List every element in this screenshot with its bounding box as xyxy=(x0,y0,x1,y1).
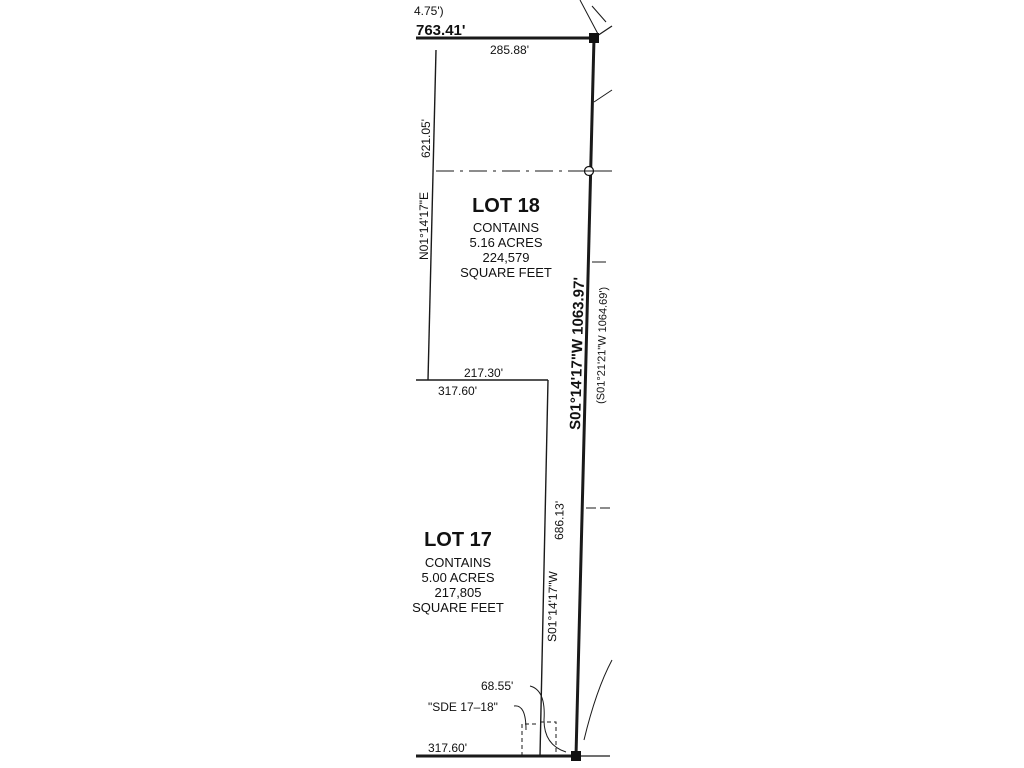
dimension-labels: 4.75') 763.41' 285.88' 621.05' N01°14'17… xyxy=(414,4,610,755)
lot17-title: LOT 17 xyxy=(424,529,492,551)
lot17-north-distance-label: 317.60' xyxy=(438,384,477,398)
leader-sde xyxy=(513,705,527,731)
lot18-sqft-value: 224,579 xyxy=(483,250,530,265)
bottom-right-curve xyxy=(583,659,613,741)
lot18-west-distance-label: 621.05' xyxy=(419,119,433,158)
leader-68-55 xyxy=(529,685,567,753)
east-boundary-line xyxy=(574,37,596,757)
lot18-contains: CONTAINS xyxy=(473,220,540,235)
easement-label: "SDE 17–18" xyxy=(428,700,498,714)
top-left-partial-label: 4.75') xyxy=(414,4,444,18)
easement-box-2 xyxy=(540,721,557,756)
top-right-line-3 xyxy=(591,5,607,23)
segment-distance-label: 68.55' xyxy=(481,679,513,693)
lot17-contains: CONTAINS xyxy=(425,555,492,570)
top-right-arrow xyxy=(593,89,613,103)
top-right-line-2 xyxy=(579,0,599,35)
lot17-east-line xyxy=(539,379,549,757)
east-bearing-distance-label: S01°14'17"W 1063.97' xyxy=(567,277,588,430)
lot18-west-line xyxy=(427,49,437,381)
lot18-labels: LOT 18 CONTAINS 5.16 ACRES 224,579 SQUAR… xyxy=(460,195,552,280)
easement-box-1 xyxy=(521,723,536,756)
bottom-distance-label: 317.60' xyxy=(428,741,467,755)
lot17-acres: 5.00 ACRES xyxy=(422,570,495,585)
monuments xyxy=(571,33,599,761)
boundary-lines xyxy=(416,0,613,758)
lot17-sqft-value: 217,805 xyxy=(435,585,482,600)
monument-bottom-corner xyxy=(571,751,581,761)
lot18-south-distance-label: 217.30' xyxy=(464,366,503,380)
lot18-title: LOT 18 xyxy=(472,195,540,217)
top-boundary-distance-label: 285.88' xyxy=(490,43,529,57)
lot17-east-bearing-label: S01°14'17"W xyxy=(545,570,560,642)
lot18-west-bearing-label: N01°14'17"E xyxy=(417,192,431,260)
lot17-sqft-label: SQUARE FEET xyxy=(412,600,504,615)
lot17-east-distance-label: 686.13' xyxy=(552,501,567,540)
lot17-labels: LOT 17 CONTAINS 5.00 ACRES 217,805 SQUAR… xyxy=(412,529,504,615)
top-left-distance-label: 763.41' xyxy=(416,22,465,39)
lot18-acres: 5.16 ACRES xyxy=(470,235,543,250)
east-record-label: (S01°21'21"W 1064.69') xyxy=(595,287,610,404)
monument-top-corner xyxy=(589,33,599,43)
lot18-sqft-label: SQUARE FEET xyxy=(460,265,552,280)
